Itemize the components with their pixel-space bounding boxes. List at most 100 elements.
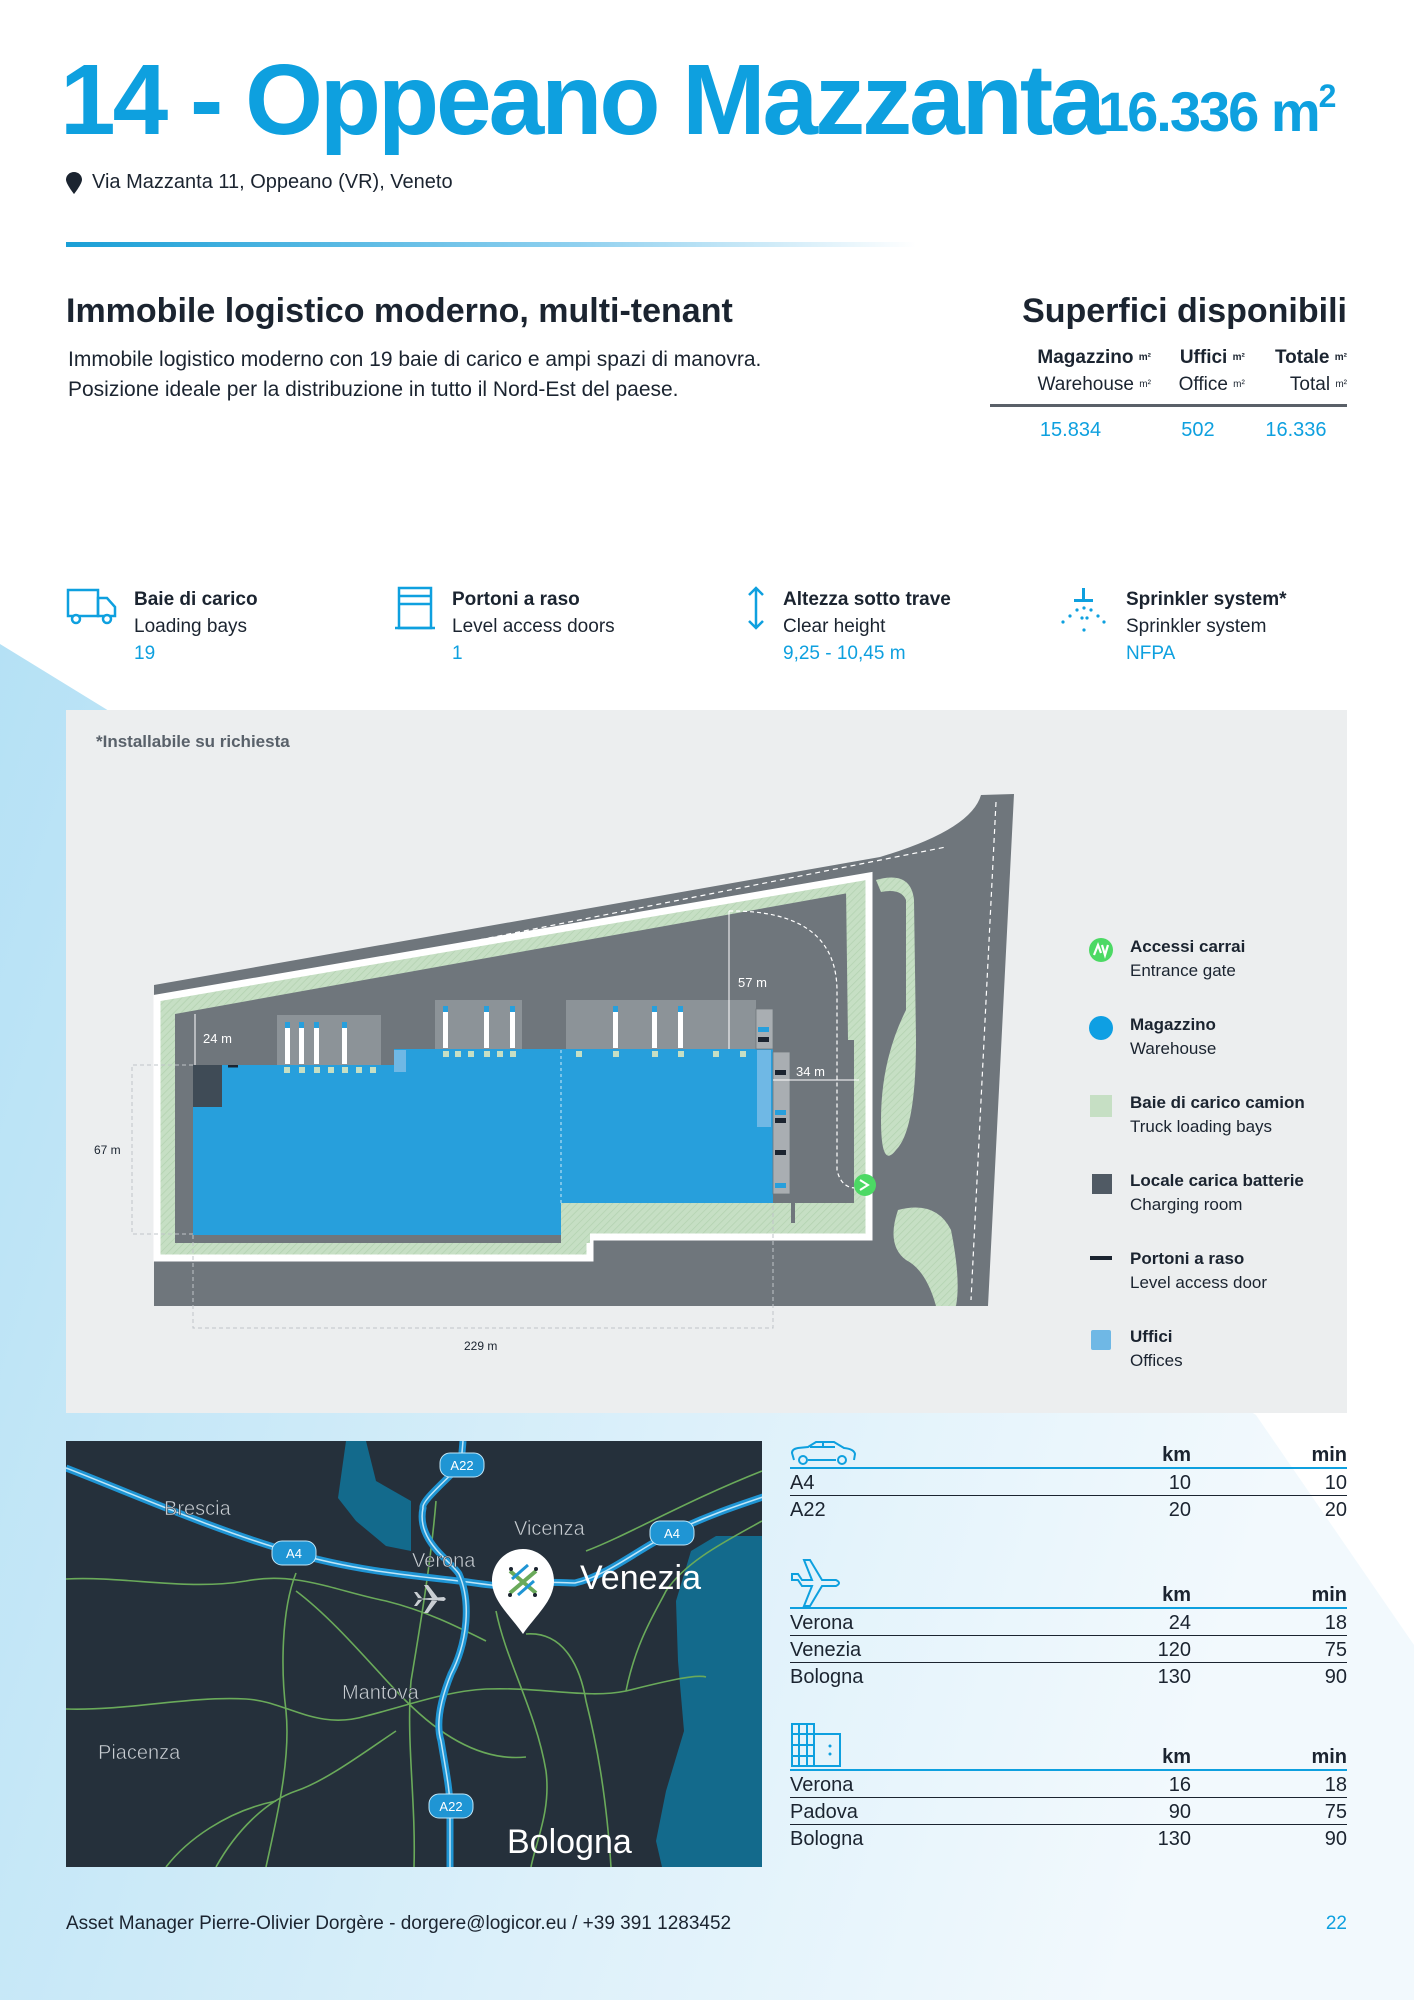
level-door-line-icon <box>1090 1256 1112 1260</box>
feature-value: 19 <box>134 643 156 664</box>
address: Via Mazzanta 11, Oppeano (VR), Veneto <box>66 171 453 194</box>
level-access-door <box>228 1065 238 1068</box>
road-badge-a4-west: A4 <box>271 1540 317 1566</box>
feature-sublabel: Clear height <box>783 616 886 637</box>
location-pin-icon <box>66 171 82 194</box>
loading-bay-swatch-icon <box>1090 1095 1112 1117</box>
col-subheader: Total m² <box>1289 374 1347 395</box>
page-number: 22 <box>1325 1913 1347 1934</box>
road-badge-a22-south: A22 <box>428 1793 474 1819</box>
svg-text:A4: A4 <box>664 1526 680 1541</box>
door-icon <box>395 586 435 630</box>
address-text: Via Mazzanta 11, Oppeano (VR), Veneto <box>92 171 453 193</box>
regional-roads <box>66 1470 762 1867</box>
feature-label: Sprinkler system* <box>1126 589 1287 610</box>
col-subheader: Warehouse m² <box>1037 374 1151 395</box>
water <box>338 1441 762 1867</box>
city-buildings-icon <box>791 1723 841 1767</box>
min-header: min <box>1191 1440 1347 1469</box>
intro-line: Immobile logistico moderno con 19 baie d… <box>68 348 762 371</box>
vertical-arrow-icon <box>748 586 764 630</box>
dim-229m: 229 m <box>464 1339 497 1353</box>
city-piacenza: Piacenza <box>98 1742 181 1764</box>
green-strip-inner <box>846 888 856 1040</box>
svg-text:A22: A22 <box>450 1458 473 1473</box>
feature-value: 9,25 - 10,45 m <box>783 643 906 664</box>
office-block <box>394 1050 406 1072</box>
feature-label: Altezza sotto trave <box>783 589 951 610</box>
feature-sublabel: Loading bays <box>134 616 248 637</box>
feature-value: 1 <box>452 643 463 664</box>
access-route <box>728 910 857 1189</box>
col-header: Uffici m² <box>1179 347 1245 368</box>
col-header: Totale m² <box>1274 347 1347 368</box>
dim-34m: 34 m <box>796 1064 825 1079</box>
road-dashes <box>161 801 997 1301</box>
sprinkler-icon <box>1061 588 1106 632</box>
feature-label: Baie di carico <box>134 589 258 610</box>
warehouse <box>193 1049 773 1235</box>
total-area-value: 16.336 m <box>1098 80 1321 143</box>
surfaces-table: Magazzino m² Uffici m² Totale m² Warehou… <box>990 344 1347 442</box>
svg-text:A22: A22 <box>439 1799 462 1814</box>
area-unit-sup: 2 <box>1318 78 1337 114</box>
footer-contact: Asset Manager Pierre-Olivier Dorgère - d… <box>66 1913 732 1934</box>
airplane-icon <box>791 1559 840 1607</box>
dimension-lines <box>194 911 859 1081</box>
city-verona: Verona <box>412 1550 476 1572</box>
truck-dock <box>277 1015 381 1065</box>
truck-dock <box>435 1000 522 1049</box>
entrance-gate-marker <box>854 1174 876 1196</box>
charging-room <box>193 1065 222 1107</box>
office-block <box>757 1050 771 1127</box>
office-swatch-icon <box>1091 1330 1111 1350</box>
green-island-bottom <box>893 1207 958 1306</box>
location-map[interactable]: A22 A4 A4 A22 Brescia Vicenza Verona Man… <box>66 1441 762 1867</box>
km-header: km <box>1124 1722 1192 1771</box>
warehouse-dot-icon <box>1089 1016 1113 1040</box>
office-area: 502 <box>1181 419 1215 441</box>
feature-sublabel: Sprinkler system <box>1126 616 1267 637</box>
min-header: min <box>1191 1558 1347 1609</box>
divider-gradient <box>66 242 916 247</box>
city-vicenza: Vicenza <box>514 1518 586 1540</box>
total-area: 16.336 m2 <box>1098 80 1336 140</box>
surfaces-heading: Superfici disponibili <box>1022 292 1347 330</box>
site-plan: 24 m 57 m 34 m 67 m 229 m <box>94 794 1014 1353</box>
road-badge-a4-east: A4 <box>649 1520 695 1546</box>
parked-cars <box>758 1027 786 1188</box>
warehouse-area: 15.834 <box>1039 419 1102 441</box>
feature-value: NFPA <box>1126 643 1176 664</box>
svg-text:A4: A4 <box>286 1546 302 1561</box>
col-subheader: Office m² <box>1178 374 1245 395</box>
page-title: 14 - Oppeano Mazzanta <box>60 44 1106 156</box>
green-island-right <box>876 877 916 1156</box>
col-header: Magazzino m² <box>1037 347 1151 368</box>
feature-label: Portoni a raso <box>452 589 580 610</box>
city-venezia: Venezia <box>580 1559 701 1597</box>
dim-57m: 57 m <box>738 975 767 990</box>
total-area-cell: 16.336 <box>1265 419 1327 441</box>
city-mantova: Mantova <box>342 1682 420 1704</box>
dim-67m: 67 m <box>94 1143 121 1157</box>
km-header: km <box>1124 1558 1192 1609</box>
trucks <box>285 1012 683 1064</box>
charging-room-swatch-icon <box>1092 1174 1112 1194</box>
airport-icon <box>414 1585 446 1613</box>
min-header: min <box>1191 1722 1347 1771</box>
property-location-pin[interactable] <box>492 1549 554 1634</box>
